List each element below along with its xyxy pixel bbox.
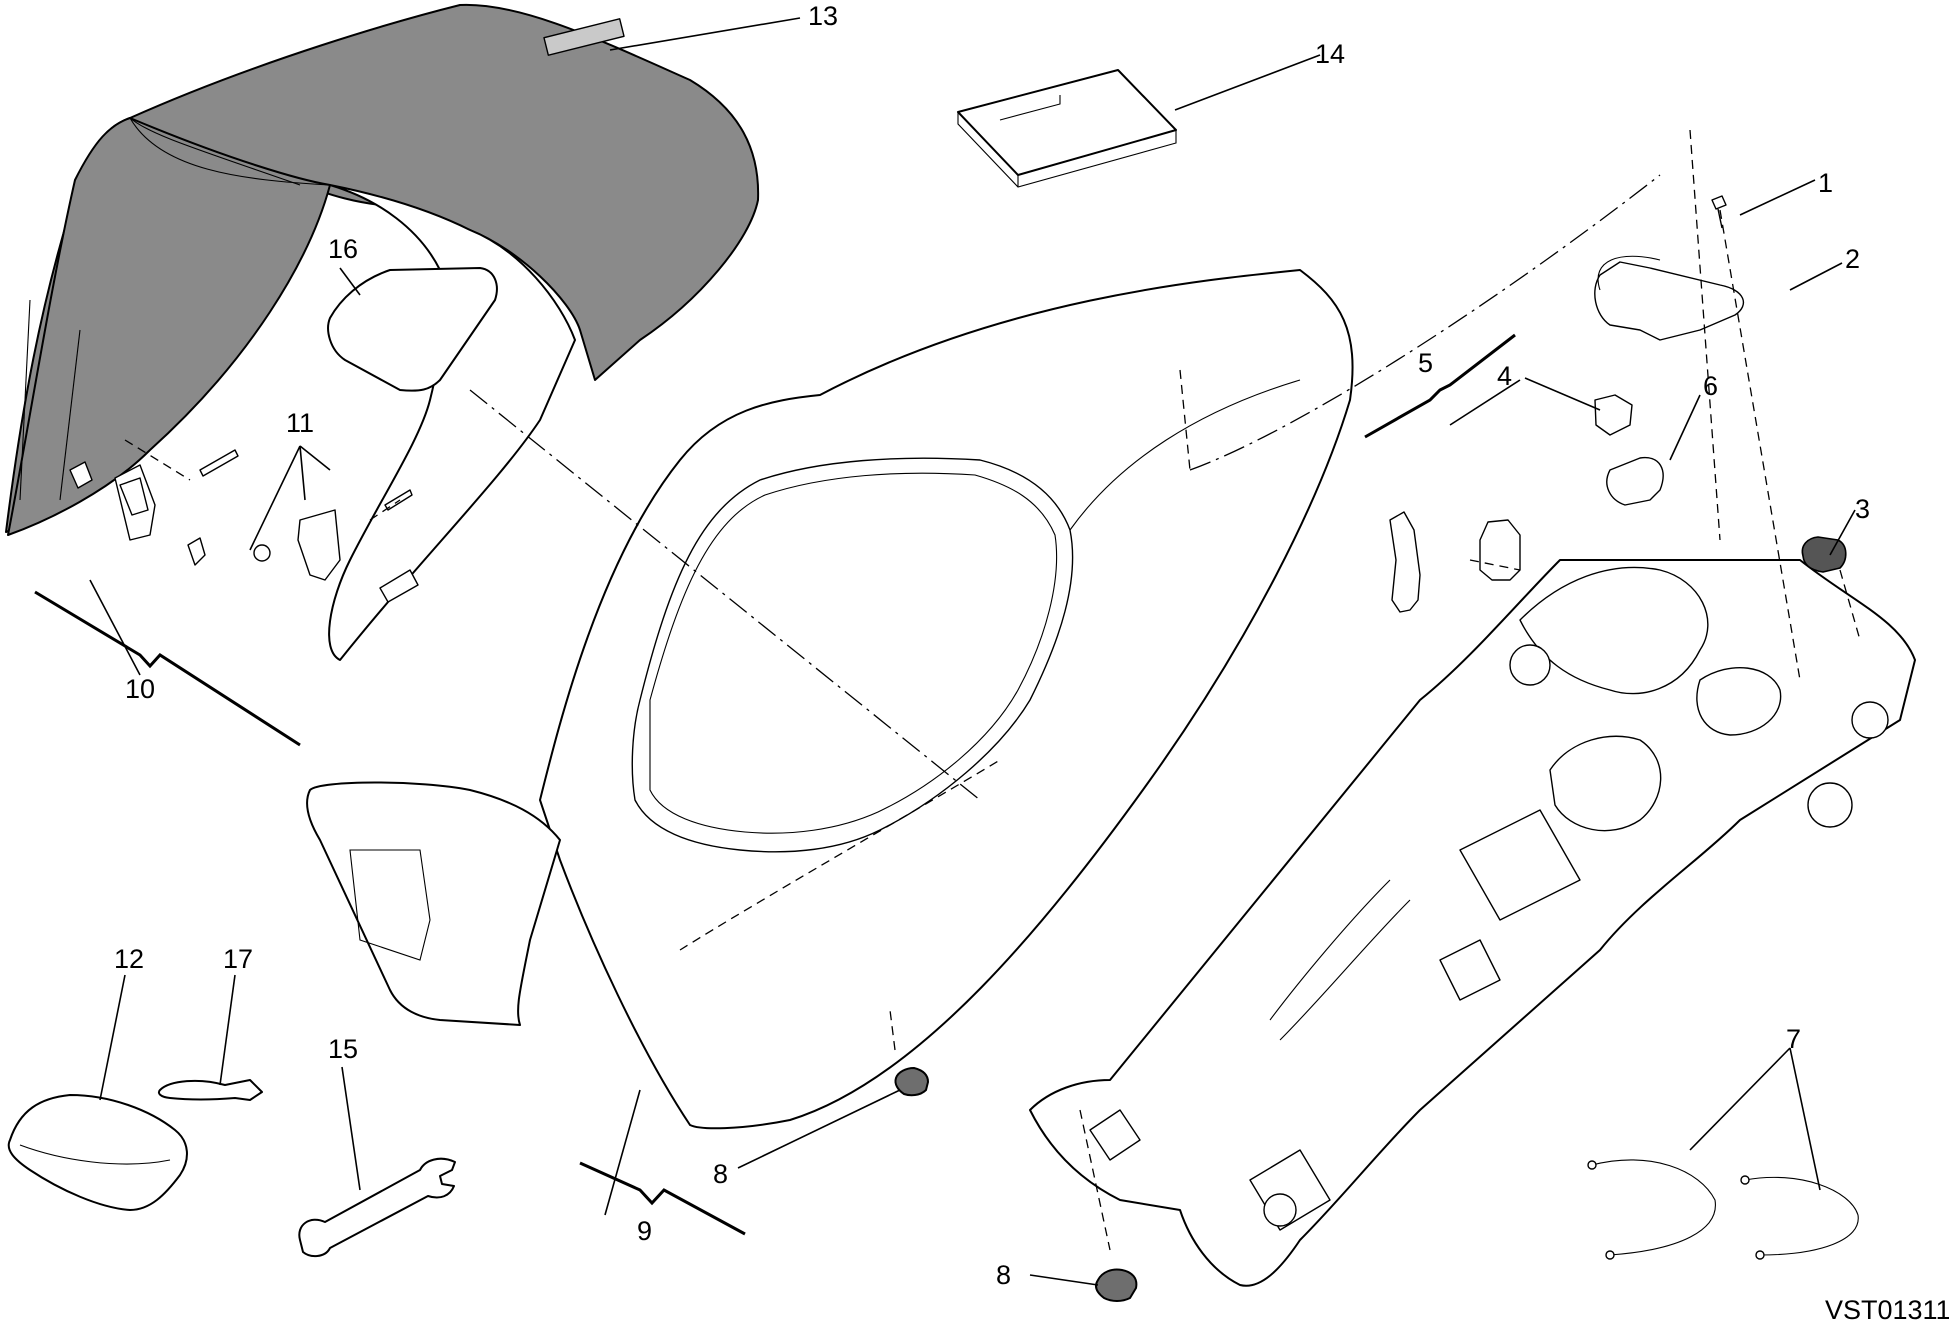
label-10: 10 — [125, 674, 155, 704]
label-3: 3 — [1855, 494, 1870, 524]
seat-cowl-part — [5, 3, 760, 661]
leader-lines — [89, 17, 1856, 1286]
label-12: 12 — [114, 944, 144, 974]
rubber-buffer-part-a — [894, 1067, 929, 1097]
label-13: 13 — [808, 1, 838, 31]
label-11: 11 — [286, 408, 314, 438]
rubber-buffer-part-b — [1095, 1268, 1138, 1302]
label-8-upper: 8 — [713, 1159, 728, 1189]
label-2: 2 — [1845, 244, 1860, 274]
label-9: 9 — [637, 1216, 652, 1246]
group-brackets — [34, 333, 1516, 1236]
lock-assembly-parts — [1389, 195, 1847, 613]
rear-subframe-part — [1029, 559, 1916, 1287]
helmet-cable-part — [157, 1079, 263, 1101]
label-6: 6 — [1703, 371, 1718, 401]
rider-seat-part — [306, 269, 1354, 1130]
label-7: 7 — [1786, 1024, 1801, 1054]
label-17: 17 — [223, 944, 253, 974]
label-8-lower: 8 — [996, 1260, 1011, 1290]
cowl-hardware-parts — [69, 449, 419, 603]
spanner-part — [298, 1157, 456, 1258]
label-5: 5 — [1418, 348, 1433, 378]
label-14: 14 — [1315, 39, 1345, 69]
label-16: 16 — [328, 234, 358, 264]
alignment-lines — [124, 129, 1861, 1251]
tool-pouch-part — [7, 1094, 188, 1211]
label-15: 15 — [328, 1034, 358, 1064]
safety-cables-part — [1587, 1159, 1859, 1260]
label-1: 1 — [1818, 168, 1833, 198]
part-number-labels: 1 2 3 4 5 6 7 8 8 9 10 11 12 13 14 15 16… — [114, 1, 1949, 1324]
drawing-code: VST01311 — [1825, 1295, 1949, 1324]
rubber-pad-part — [327, 267, 498, 392]
owner-manual-part — [957, 69, 1177, 188]
label-4: 4 — [1497, 361, 1512, 391]
